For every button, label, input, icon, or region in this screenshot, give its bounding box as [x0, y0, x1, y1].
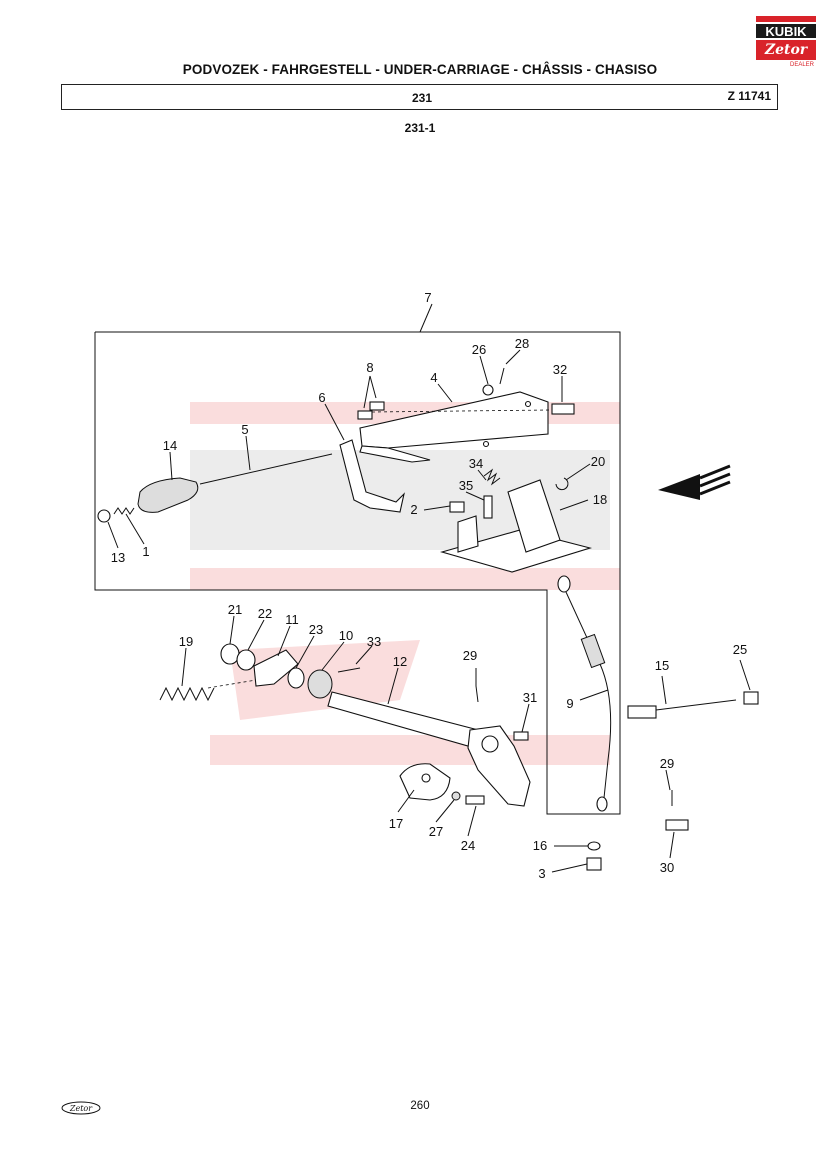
- callout-8: 8: [366, 360, 373, 375]
- kubik-zetor-dealer-logo: KUBIK Zetor DEALER: [756, 16, 816, 68]
- pin-part-32: [551, 403, 575, 415]
- callout-1: 1: [142, 544, 149, 559]
- callout-13: 13: [111, 550, 125, 565]
- callout-11: 11: [285, 612, 299, 627]
- washer-part-26: [482, 384, 494, 396]
- cable-part-9: [557, 575, 612, 812]
- lever-part-6: [339, 439, 405, 513]
- callout-17: 17: [389, 816, 403, 831]
- pin-part-30: [665, 819, 689, 831]
- callout-5: 5: [241, 422, 248, 437]
- callout-29: 29: [463, 648, 477, 663]
- subgroup-number: 231-1: [404, 121, 436, 135]
- callout-26: 26: [472, 342, 486, 357]
- callout-9: 9: [566, 696, 573, 711]
- clip-part-2: [449, 501, 465, 513]
- leader-lines: [107, 349, 751, 873]
- callout-19: 19: [179, 634, 193, 649]
- callout-4: 4: [430, 370, 437, 385]
- callout-30: 30: [660, 860, 674, 875]
- callout-14: 14: [163, 438, 177, 453]
- bolts-part-8: [357, 401, 385, 420]
- callout-18: 18: [593, 492, 607, 507]
- pawl-part-35: [483, 495, 493, 519]
- pin-part-33: [337, 667, 361, 673]
- callout-15: 15: [655, 658, 669, 673]
- assembly-7-outline: [94, 331, 621, 815]
- bolt-part-31: [513, 731, 529, 741]
- bush-part-10: [307, 669, 333, 699]
- callout-24: 24: [461, 838, 475, 853]
- page-title: PODVOZEK - FAHRGESTELL - UNDER-CARRIAGE …: [182, 62, 658, 77]
- callout-3: 3: [538, 866, 545, 881]
- shaft-dashed-axis: [207, 679, 257, 689]
- callout-25: 25: [733, 642, 747, 657]
- callout-29-right: 29: [660, 756, 674, 771]
- callout-22: 22: [258, 606, 272, 621]
- bracket-part-4: [359, 391, 549, 463]
- ring-part-23: [287, 667, 305, 689]
- callout-35: 35: [459, 478, 473, 493]
- group-number: 231: [411, 91, 433, 105]
- washer-part-27: [451, 791, 461, 801]
- direction-arrow: [658, 464, 731, 500]
- callout-10: 10: [339, 628, 353, 643]
- base-bracket-part-18: [439, 479, 593, 573]
- callout-31: 31: [523, 690, 537, 705]
- footer-zetor-logo: Zetor: [61, 1101, 101, 1115]
- callout-6: 6: [318, 390, 325, 405]
- callout-7: 7: [424, 290, 431, 305]
- callout-33: 33: [367, 634, 381, 649]
- nut-part-25: [743, 691, 759, 705]
- rod-part-5: [199, 453, 333, 485]
- callout-2: 2: [410, 502, 417, 517]
- callout-27: 27: [429, 824, 443, 839]
- logo-brand-script: Zetor: [764, 42, 809, 58]
- leader-7: [419, 303, 433, 333]
- bolt-part-24: [465, 795, 485, 805]
- drawing-number: Z 11741: [727, 89, 771, 103]
- cotter-part-29: [475, 685, 479, 703]
- callout-20: 20: [591, 454, 605, 469]
- ratchet-part-34: [483, 468, 501, 486]
- callout-34: 34: [469, 456, 483, 471]
- callout-21: 21: [228, 602, 242, 617]
- ring-part-22: [236, 649, 256, 671]
- callout-28: 28: [515, 336, 529, 351]
- callout-16: 16: [533, 838, 547, 853]
- footer-logo-text: Zetor: [69, 1104, 93, 1113]
- callout-32: 32: [553, 362, 567, 377]
- logo-brand-top: KUBIK: [765, 24, 807, 39]
- shaft-part-12: [327, 691, 531, 807]
- bracket-part-11: [253, 649, 299, 687]
- cotter-part-28: [499, 367, 505, 385]
- ring-part-21: [220, 643, 240, 665]
- callouts: 7 26 28 4 8 32 6 5 14 34 20 35 2 18 13 1…: [111, 290, 747, 881]
- cap-part-13: [97, 509, 111, 523]
- spring-part-19: [159, 686, 215, 702]
- nut-part-3: [586, 857, 602, 871]
- page-number: 260: [410, 1100, 430, 1112]
- washer-part-16: [587, 841, 601, 851]
- handle-part-14: [137, 477, 199, 513]
- logo-brand-sub: DEALER: [790, 62, 815, 68]
- callout-23: 23: [309, 622, 323, 637]
- fork-rod-part-15: [627, 699, 737, 719]
- callout-12: 12: [393, 654, 407, 669]
- group-header-box: 231 Z 11741: [61, 84, 778, 110]
- spring-part-1: [113, 507, 135, 515]
